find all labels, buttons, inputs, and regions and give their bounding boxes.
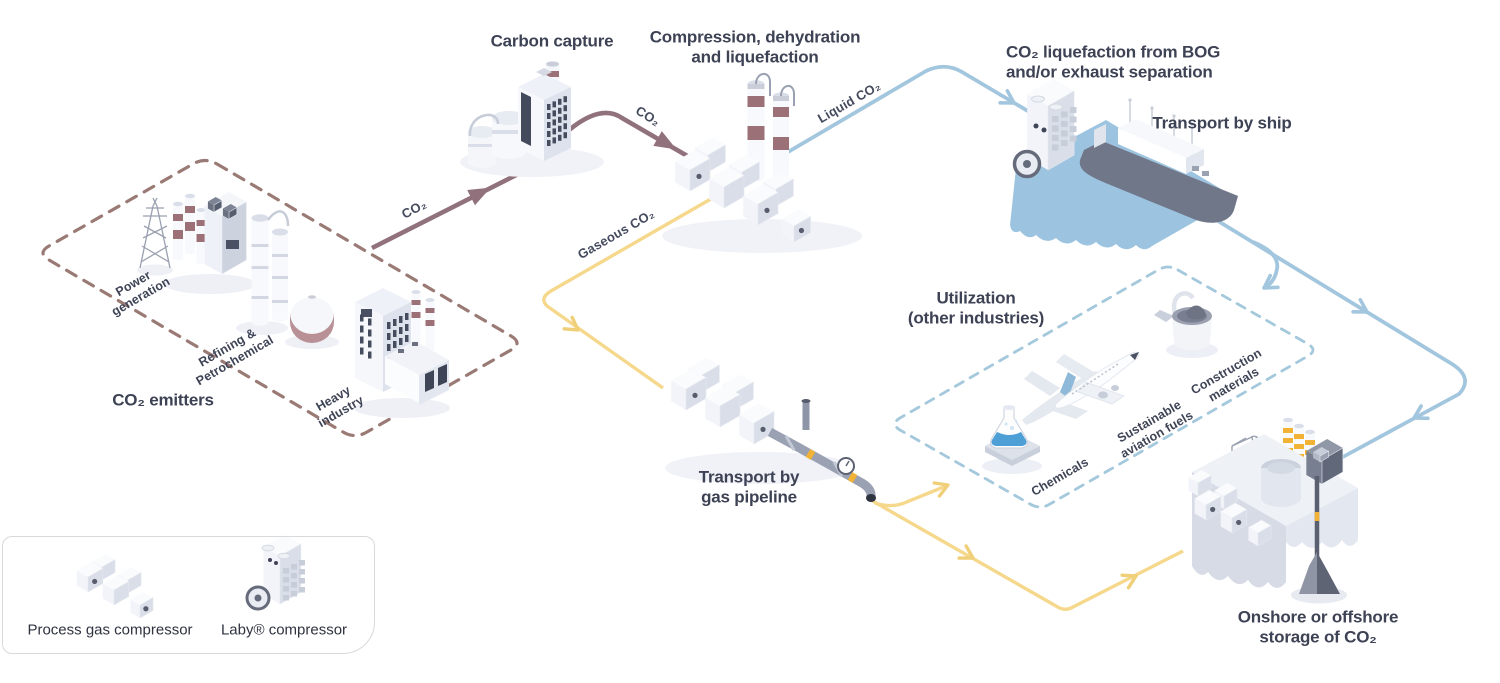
- compression-station-icon: [662, 73, 862, 253]
- pylon-icon: [139, 197, 171, 269]
- legend-box: [2, 536, 375, 654]
- utilization-dashed-region: [893, 265, 1315, 509]
- arrow-gaseous-1: [562, 315, 580, 332]
- arrow-gaseous-utilization: [932, 481, 950, 498]
- liquid-co2-flow-line: [787, 64, 1467, 460]
- airplane-icon: [1022, 351, 1140, 425]
- emitters-dashed-region: [41, 158, 519, 438]
- gas-pipeline-icon: [767, 399, 876, 502]
- heavy-industry-icon: [354, 288, 450, 418]
- process-gas-compressor-legend-icon: [76, 554, 154, 619]
- gaseous-co2-flow-line: [542, 194, 1184, 611]
- legend-laby-compressor-label: Laby® compressor: [220, 621, 348, 639]
- storage-platform-icon: [1188, 417, 1358, 604]
- arrow-liquid-2: [1351, 298, 1369, 314]
- power-generation-icon: [137, 192, 256, 294]
- laby-compressor-legend-icon: [245, 534, 305, 611]
- arrow-liquid-1: [998, 89, 1016, 105]
- arrow-gaseous-3: [1120, 573, 1138, 590]
- construction-materials-icon: [1154, 291, 1218, 358]
- arrow-gaseous-2: [957, 544, 975, 560]
- arrow-co2-capture: [467, 187, 491, 206]
- chemicals-flask-icon: [982, 405, 1042, 474]
- arrow-liquid-3: [1412, 404, 1430, 421]
- arrow-co2-compression: [653, 131, 677, 150]
- laby-compressor-dock-icon: [1012, 79, 1077, 179]
- pipeline-station-icon: [665, 357, 876, 502]
- legend-process-gas-compressor-label: Process gas compressor: [27, 621, 193, 639]
- refining-petrochemical-icon: [236, 210, 339, 349]
- transport-ship-icon: [1010, 79, 1238, 250]
- carbon-capture-factory-icon: [460, 61, 604, 177]
- arrow-liquid-utilization: [1262, 273, 1280, 290]
- ship-icon: [1079, 98, 1238, 223]
